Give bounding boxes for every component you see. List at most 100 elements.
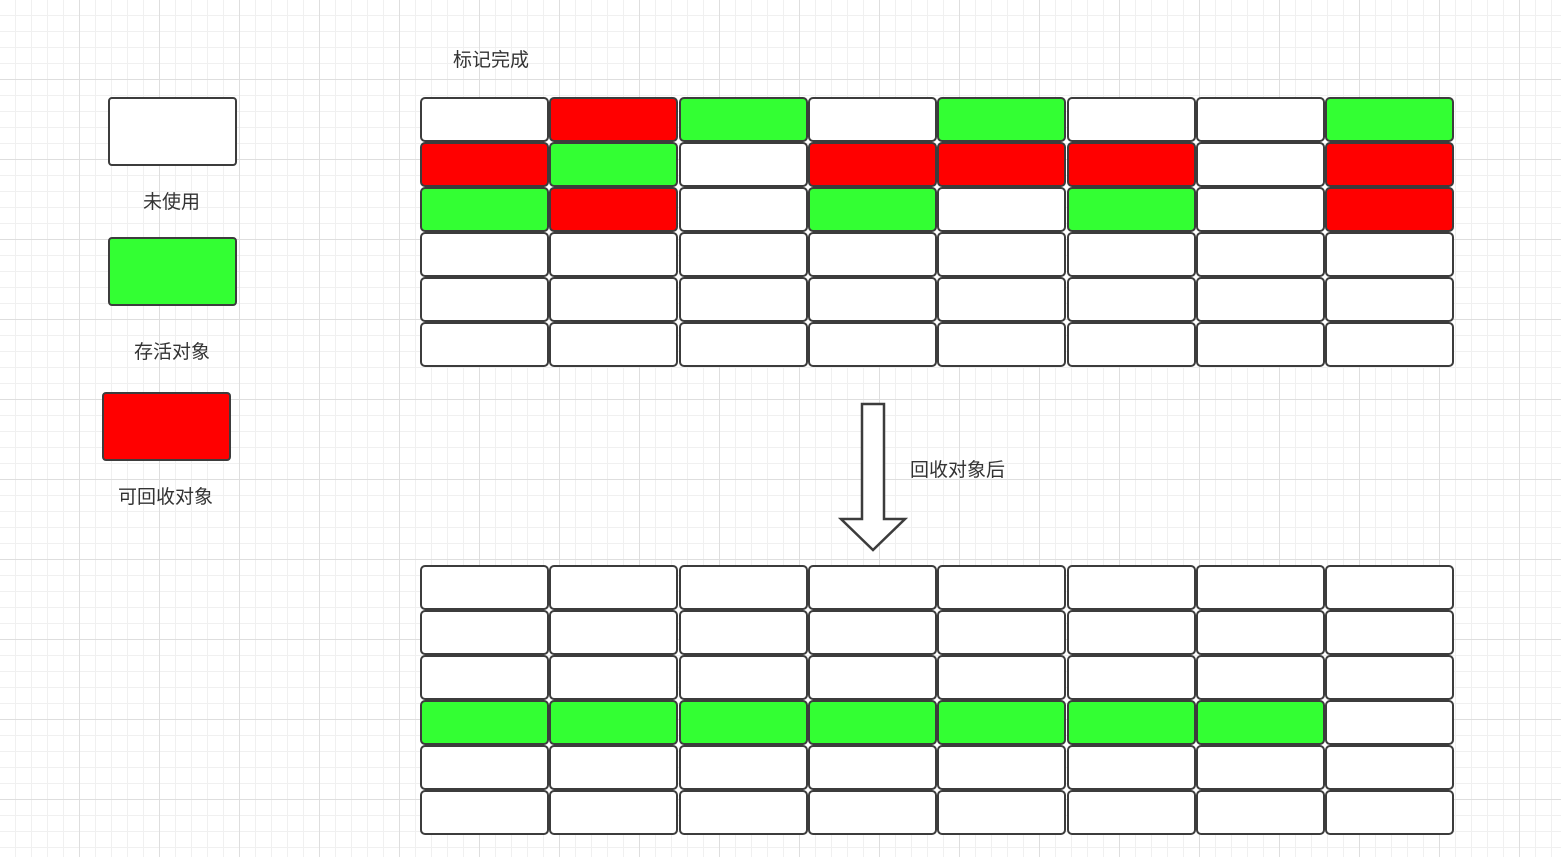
bottom-grid-cell-unused xyxy=(1067,655,1196,700)
top-grid-cell-unused xyxy=(1325,277,1454,322)
down-arrow-icon xyxy=(838,402,909,552)
top-grid-cell-unused xyxy=(549,322,678,367)
top-grid-cell-unused xyxy=(1196,142,1325,187)
bottom-grid-cell-alive xyxy=(420,700,549,745)
top-grid-cell-unused xyxy=(1067,322,1196,367)
bottom-grid-cell-unused xyxy=(937,610,1066,655)
top-grid-cell-unused xyxy=(808,277,937,322)
top-grid-cell-recyclable xyxy=(1067,142,1196,187)
top-grid-cell-unused xyxy=(937,187,1066,232)
top-grid-cell-unused xyxy=(1325,322,1454,367)
bottom-grid-cell-unused xyxy=(1325,655,1454,700)
top-grid-cell-unused xyxy=(937,322,1066,367)
bottom-grid-cell-unused xyxy=(1325,700,1454,745)
bottom-grid-cell-unused xyxy=(937,745,1066,790)
top-grid-cell-unused xyxy=(937,232,1066,277)
bottom-grid-cell-alive xyxy=(549,700,678,745)
legend-swatch-unused xyxy=(108,97,237,166)
bottom-grid-cell-unused xyxy=(1067,790,1196,835)
top-grid-title: 标记完成 xyxy=(453,49,530,71)
bottom-grid-cell-alive xyxy=(937,700,1066,745)
top-grid-cell-recyclable xyxy=(1325,142,1454,187)
heap-grid-marked xyxy=(420,97,1456,369)
top-grid-cell-unused xyxy=(420,322,549,367)
bottom-grid-cell-unused xyxy=(1067,745,1196,790)
top-grid-cell-unused xyxy=(1196,322,1325,367)
bottom-grid-cell-unused xyxy=(420,565,549,610)
bottom-grid-cell-unused xyxy=(1325,610,1454,655)
legend-label-alive: 存活对象 xyxy=(134,341,211,363)
top-grid-cell-alive xyxy=(1067,187,1196,232)
bottom-grid-cell-unused xyxy=(937,565,1066,610)
bottom-grid-cell-unused xyxy=(1196,790,1325,835)
top-grid-cell-unused xyxy=(1067,232,1196,277)
bottom-grid-cell-unused xyxy=(1325,745,1454,790)
top-grid-cell-alive xyxy=(549,142,678,187)
top-grid-cell-unused xyxy=(1196,277,1325,322)
legend-swatch-recyclable xyxy=(102,392,231,461)
bottom-grid-cell-unused xyxy=(1067,610,1196,655)
top-grid-cell-unused xyxy=(679,277,808,322)
bottom-grid-cell-unused xyxy=(679,745,808,790)
top-grid-cell-unused xyxy=(679,232,808,277)
bottom-grid-cell-unused xyxy=(420,610,549,655)
bottom-grid-cell-unused xyxy=(549,610,678,655)
top-grid-cell-recyclable xyxy=(420,142,549,187)
top-grid-cell-alive xyxy=(1325,97,1454,142)
bottom-grid-cell-unused xyxy=(1196,565,1325,610)
bottom-grid-cell-unused xyxy=(420,745,549,790)
top-grid-cell-alive xyxy=(420,187,549,232)
bottom-grid-cell-unused xyxy=(1067,565,1196,610)
bottom-grid-cell-unused xyxy=(937,790,1066,835)
bottom-grid-cell-unused xyxy=(1196,745,1325,790)
bottom-grid-cell-unused xyxy=(549,745,678,790)
bottom-grid-cell-alive xyxy=(1067,700,1196,745)
top-grid-cell-unused xyxy=(1067,97,1196,142)
legend-swatch-alive xyxy=(108,237,237,306)
bottom-grid-cell-unused xyxy=(808,610,937,655)
top-grid-cell-unused xyxy=(1196,232,1325,277)
bottom-grid-cell-alive xyxy=(679,700,808,745)
top-grid-cell-alive xyxy=(808,187,937,232)
bottom-grid-cell-unused xyxy=(937,655,1066,700)
bottom-grid-cell-unused xyxy=(808,565,937,610)
top-grid-cell-unused xyxy=(420,97,549,142)
top-grid-cell-recyclable xyxy=(1325,187,1454,232)
top-grid-cell-unused xyxy=(679,322,808,367)
top-grid-cell-unused xyxy=(420,277,549,322)
bottom-grid-cell-unused xyxy=(549,655,678,700)
top-grid-cell-unused xyxy=(808,97,937,142)
bottom-grid-cell-unused xyxy=(679,655,808,700)
bottom-grid-cell-unused xyxy=(1325,790,1454,835)
bottom-grid-cell-unused xyxy=(679,610,808,655)
top-grid-cell-unused xyxy=(1067,277,1196,322)
bottom-grid-cell-unused xyxy=(549,565,678,610)
legend-label-recyclable: 可回收对象 xyxy=(118,486,214,508)
bottom-grid-cell-alive xyxy=(1196,700,1325,745)
top-grid-cell-unused xyxy=(808,232,937,277)
bottom-grid-cell-unused xyxy=(420,655,549,700)
bottom-grid-cell-unused xyxy=(549,790,678,835)
bottom-grid-cell-unused xyxy=(808,790,937,835)
bottom-grid-cell-alive xyxy=(808,700,937,745)
top-grid-cell-recyclable xyxy=(937,142,1066,187)
top-grid-cell-unused xyxy=(1196,97,1325,142)
bottom-grid-cell-unused xyxy=(679,790,808,835)
arrow-label: 回收对象后 xyxy=(910,459,1006,481)
top-grid-cell-unused xyxy=(549,277,678,322)
top-grid-cell-unused xyxy=(937,277,1066,322)
legend-label-unused: 未使用 xyxy=(143,191,201,213)
bottom-grid-cell-unused xyxy=(808,745,937,790)
top-grid-cell-unused xyxy=(1325,232,1454,277)
bottom-grid-cell-unused xyxy=(420,790,549,835)
top-grid-cell-recyclable xyxy=(549,97,678,142)
bottom-grid-cell-unused xyxy=(679,565,808,610)
top-grid-cell-unused xyxy=(679,187,808,232)
top-grid-cell-unused xyxy=(808,322,937,367)
bottom-grid-cell-unused xyxy=(1325,565,1454,610)
bottom-grid-cell-unused xyxy=(1196,655,1325,700)
top-grid-cell-unused xyxy=(420,232,549,277)
top-grid-cell-unused xyxy=(549,232,678,277)
top-grid-cell-recyclable xyxy=(808,142,937,187)
top-grid-cell-alive xyxy=(937,97,1066,142)
